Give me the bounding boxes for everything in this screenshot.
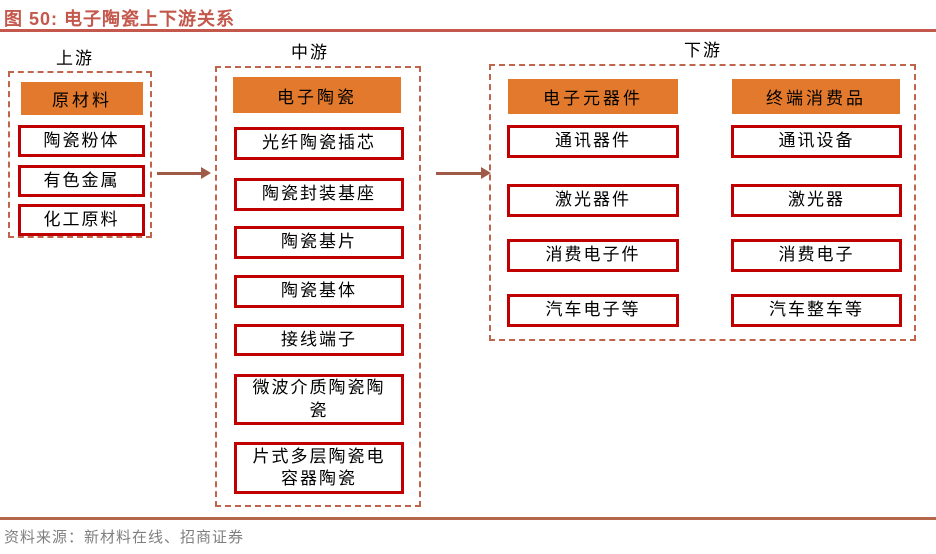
downstream-group: 电子元器件 通讯器件 激光器件 消费电子件 汽车电子等 终端消费品 通讯设备 激… <box>489 64 916 341</box>
midstream-header: 电子陶瓷 <box>233 77 401 113</box>
arrow-upstream-to-midstream <box>157 167 211 179</box>
source-note: 资料来源：新材料在线、招商证券 <box>4 530 245 546</box>
downstream-col2-item-box: 消费电子 <box>731 239 902 272</box>
midstream-group: 电子陶瓷 光纤陶瓷插芯 陶瓷封装基座 陶瓷基片 陶瓷基体 接线端子 微波介质陶瓷… <box>215 66 421 507</box>
midstream-item-box: 片式多层陶瓷电 容器陶瓷 <box>234 442 404 494</box>
midstream-label: 中游 <box>291 43 329 62</box>
downstream-col1-item-box: 通讯器件 <box>507 125 679 158</box>
midstream-item-box: 微波介质陶瓷陶 瓷 <box>234 374 404 425</box>
bottom-divider <box>0 517 936 520</box>
midstream-item-box: 陶瓷基片 <box>234 226 404 259</box>
midstream-item-box: 陶瓷基体 <box>234 275 404 308</box>
downstream-label: 下游 <box>684 41 722 60</box>
downstream-col1-item-box: 激光器件 <box>507 184 679 217</box>
midstream-item-box: 光纤陶瓷插芯 <box>234 127 404 160</box>
downstream-col2-item-box: 通讯设备 <box>731 125 902 158</box>
downstream-col2-header: 终端消费品 <box>732 79 900 114</box>
downstream-col1-header: 电子元器件 <box>508 79 678 114</box>
downstream-col1-item-box: 汽车电子等 <box>507 294 679 327</box>
arrow-midstream-to-downstream <box>436 167 491 179</box>
title-underline <box>0 29 936 32</box>
midstream-item-box: 接线端子 <box>234 324 404 356</box>
upstream-label: 上游 <box>56 49 94 68</box>
midstream-item-box: 陶瓷封装基座 <box>234 178 404 211</box>
downstream-col2-item-box: 汽车整车等 <box>731 294 902 327</box>
upstream-item-box: 有色金属 <box>18 165 145 197</box>
upstream-header: 原材料 <box>21 82 143 115</box>
upstream-group: 原材料 陶瓷粉体 有色金属 化工原料 <box>8 71 152 238</box>
figure-title: 图 50: 电子陶瓷上下游关系 <box>4 9 236 29</box>
downstream-col1-item-box: 消费电子件 <box>507 239 679 272</box>
downstream-col2-item-box: 激光器 <box>731 184 902 217</box>
upstream-item-box: 陶瓷粉体 <box>18 125 145 157</box>
upstream-item-box: 化工原料 <box>18 204 145 236</box>
